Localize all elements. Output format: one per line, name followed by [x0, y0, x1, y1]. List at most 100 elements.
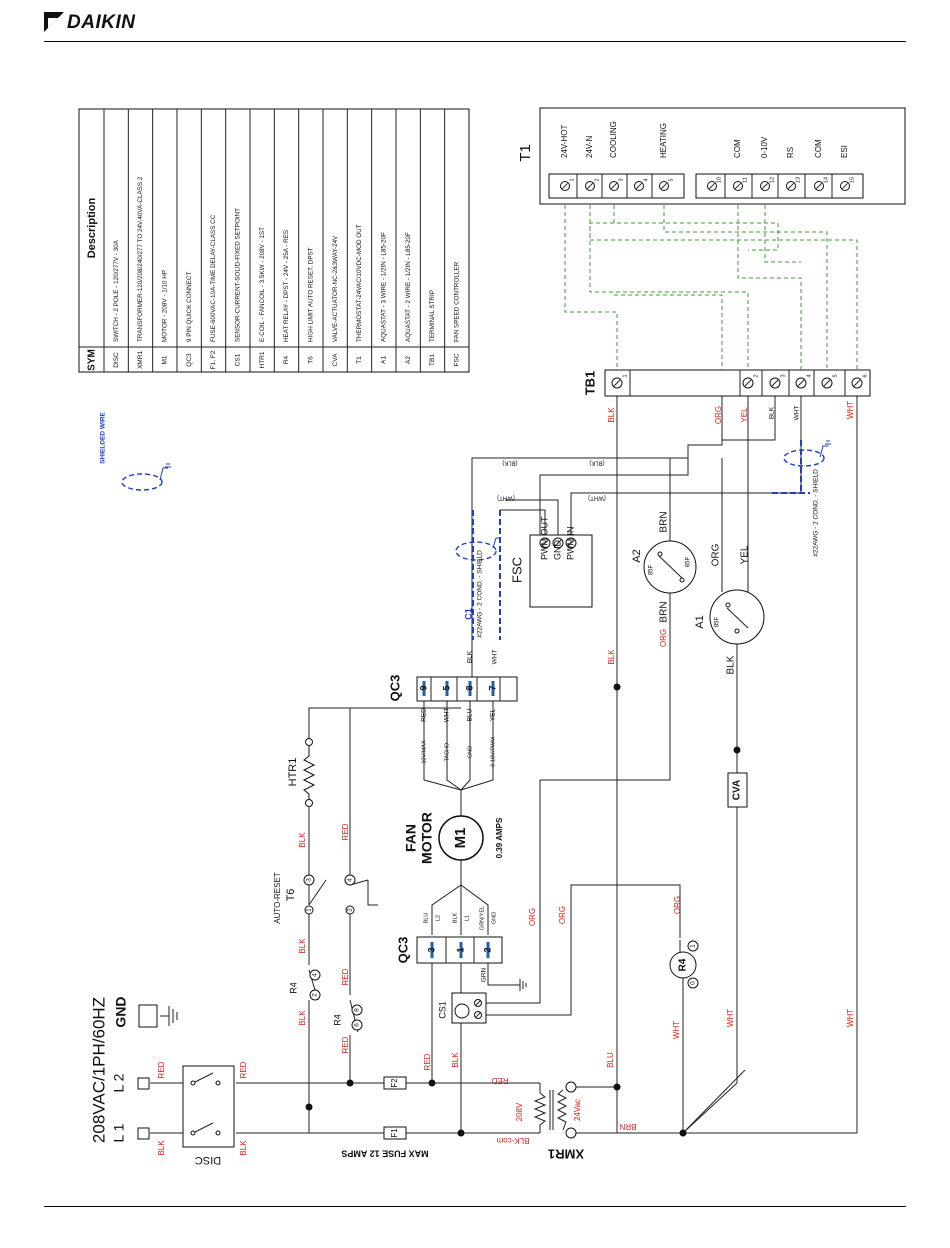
- t1-terminal-number: 11: [742, 177, 748, 183]
- t1-terminal-name: RS: [786, 147, 795, 158]
- aquastat-a2-temp: 85F: [649, 564, 655, 575]
- wire-color-label: WHT: [846, 401, 855, 419]
- wire-color-label: WHT: [672, 1021, 681, 1039]
- cable-c1-label: C1: [463, 608, 473, 620]
- tb1-terminal-number: 5: [832, 374, 838, 377]
- aquastat-switch-icon: [726, 607, 749, 629]
- t6-pin-icon: [304, 905, 314, 915]
- legend-row-desc: SWITCH - 2 POLE - 120/277V - 30A: [113, 239, 120, 342]
- legend-row-sym: FSC: [454, 353, 461, 366]
- footer-rule: [44, 1206, 906, 1207]
- screw-slot-icon: [541, 539, 549, 547]
- legend-header-desc: Description: [86, 197, 98, 258]
- screw-slot-icon: [660, 182, 668, 190]
- wire-label: GRN: [481, 967, 488, 982]
- fsc-terminal-label: GND: [552, 540, 562, 561]
- gnd-lug-icon: [138, 1004, 158, 1028]
- t6-switch-icon: [308, 879, 327, 906]
- qc3-pin-wire-color: BLU: [467, 708, 474, 721]
- l2-terminal-icon: [137, 1077, 150, 1090]
- legend-row-sym: TB1: [429, 354, 436, 366]
- wire-color-label: RED: [341, 968, 350, 985]
- control-wire: [764, 191, 801, 263]
- qc3-pin-wire: BLK: [452, 912, 458, 923]
- tb1-terminal-number: 4: [806, 374, 812, 377]
- tb1-terminal-number: 1: [622, 374, 628, 377]
- t1-terminal-number: 3: [618, 178, 624, 181]
- legend-row-desc: HEAT RELAY - DPST - 24V - 25A - RES: [283, 230, 290, 342]
- htr1-terminal-icon: [305, 738, 313, 746]
- legend-row-sym: T6: [308, 356, 315, 364]
- wire-24v: [576, 1086, 618, 1133]
- r4-pin: 0: [690, 981, 697, 985]
- control-wire: [663, 191, 828, 377]
- r4-pin: 2: [312, 993, 319, 997]
- fuse-f2-label: F2: [390, 1078, 399, 1088]
- wire-color-label: ORG: [558, 906, 567, 924]
- r4-pin: 4: [312, 973, 319, 977]
- legend-row-sym: A1: [381, 356, 388, 364]
- xmr1-secondary-label: 24Vac: [573, 1099, 582, 1121]
- wire-blk-fsc: [539, 458, 689, 535]
- legend-row-desc: TERMINAL STRIP: [429, 290, 436, 342]
- tb1-terminal-number: 3: [780, 374, 786, 377]
- aquastat-a1-wire: BLK: [726, 655, 737, 674]
- l1-label: L 1: [111, 1123, 127, 1142]
- r4-pin-icon: [309, 989, 321, 1001]
- wire-color-label: (BLK): [502, 459, 517, 465]
- disc-contact-icon: [215, 1080, 221, 1086]
- legend-row-desc: 9 PIN QUICK CONNECT: [186, 272, 193, 342]
- control-wire: [614, 294, 723, 377]
- aquastat-a2-wire: BRN: [659, 601, 670, 622]
- wire-color-label: WHT: [794, 406, 801, 421]
- terminal-strip-tb1: [604, 369, 871, 397]
- wire-color-label: BLU: [606, 1052, 615, 1068]
- screw-slot-icon: [771, 379, 779, 387]
- t6-pin: 1: [306, 908, 313, 912]
- junction-dot: [613, 683, 621, 691]
- tb1-terminal-number: 2: [753, 374, 759, 377]
- t1-terminal-name: 24V-N: [585, 136, 594, 158]
- xmr1-primary-coil: [533, 1083, 547, 1133]
- fuse-f2: [383, 1076, 407, 1090]
- wire-color-label: (BLK): [589, 459, 604, 465]
- aquastat-switch-icon: [657, 554, 683, 579]
- r4-contact-label: R4: [332, 1014, 342, 1026]
- heater-element-htr1: [302, 746, 316, 800]
- wire-color-label: RED: [341, 823, 350, 840]
- wire-color-label: BRN: [619, 1122, 636, 1131]
- fsc-terminal-label: PWM IN: [565, 527, 575, 561]
- htr1-label: HTR1: [287, 758, 299, 787]
- legend-row-desc: THERMOSTAT-24VAC/10VDC-MOD OUT: [356, 224, 363, 342]
- control-wire: [589, 191, 858, 377]
- r4-pin-icon: [687, 977, 699, 989]
- legend-row-desc: HIGH LIMIT AUTO RESET, DPST: [308, 247, 315, 342]
- legend-row-desc: AQUASTAT - 3 WIRE - 1/2IN - L85-20F: [381, 232, 388, 342]
- shield-legend-icon: [121, 473, 163, 491]
- wire-color-label: ORG: [714, 406, 723, 424]
- thermostat-t1-box: [539, 107, 906, 205]
- legend-row-desc: MOTOR - 208V - 1/10 HP: [162, 270, 169, 342]
- wire-color-label: WHT: [726, 1009, 735, 1027]
- qc3-pin-wire: GRN/YEL: [479, 906, 485, 930]
- qc3-pin-wire: BLU: [423, 913, 429, 924]
- screw-slot-icon: [823, 379, 831, 387]
- fan-motor-amps: 0.39 AMPS: [495, 817, 504, 858]
- disc-switch-icon: [192, 1122, 214, 1134]
- disc-label: DISC: [195, 1154, 221, 1166]
- brand-logo: DAIKIN: [44, 12, 135, 34]
- junction-dot: [457, 1129, 465, 1137]
- t1-terminal-number: 14: [823, 177, 829, 183]
- t1-terminal-name: ESI: [840, 145, 849, 158]
- aquastat-a2-wire: BRN: [659, 511, 670, 532]
- screw-slot-icon: [708, 182, 716, 190]
- xmr1-terminal-icon: [565, 1127, 577, 1139]
- l2-label: L 2: [111, 1073, 127, 1092]
- l1-terminal-icon: [137, 1127, 150, 1140]
- wire-tb1-4: [722, 389, 776, 441]
- shield-drain-wire: [159, 467, 168, 481]
- t1-terminal-number: 12: [769, 177, 775, 183]
- t6-pin: 2: [347, 908, 354, 912]
- wire-color-label: WHT: [846, 1009, 855, 1027]
